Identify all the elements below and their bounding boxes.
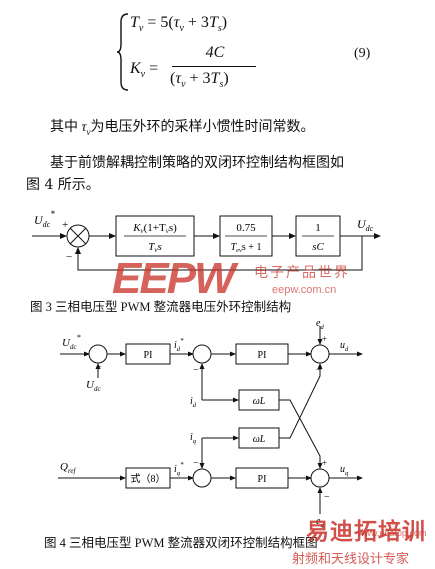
- fig4-sum-5: [310, 468, 330, 488]
- fig3-plus-sign: +: [62, 219, 68, 231]
- fig4-sum-3-minus: −: [316, 365, 322, 376]
- fig4-sum-3: [310, 344, 330, 364]
- fig4-sum-5-plus: +: [322, 458, 327, 468]
- fig4-udc-ref-label: Udc*: [62, 333, 81, 351]
- equation-line-2-lhs: Kv =: [130, 60, 159, 81]
- figure-4-caption: 图 4 三相电压型 PWM 整流器双闭环控制结构框图: [44, 536, 318, 550]
- fig4-uq-label: uq: [340, 464, 349, 477]
- fig3-block-inertia-numerator: 0.75: [236, 222, 256, 234]
- paragraph-fig4-intro: 基于前馈解耦控制策略的双闭环控制结构框图如 图 4 所示。: [26, 155, 344, 193]
- equation-number: (9): [354, 46, 371, 61]
- fig3-feedback-path: [75, 236, 363, 271]
- fig3-block-capacitor-numerator: 1: [315, 222, 321, 234]
- fig4-ed-label: ed: [316, 318, 324, 331]
- fig3-block-inertia-denominator: Tevs + 1: [231, 242, 262, 254]
- fig4-sum-5-minus: −: [324, 492, 330, 503]
- equation-9: Tv = 5(τv + 3Ts) Kv = 4C (τv + 3Ts) (9): [0, 0, 435, 100]
- fig4-qref-label: Qref: [60, 461, 77, 475]
- fig4-cross-upper: [279, 399, 323, 469]
- watermark-eepw-url: eepw.com.cn: [272, 284, 337, 296]
- fig4-pi-current-d-label: PI: [258, 350, 267, 361]
- fig3-input-label: Udc*: [34, 209, 55, 229]
- watermark-eepw: EEPW 电子产品世界 eepw.com.cn: [84, 254, 384, 314]
- fig4-pi-voltage-label: PI: [144, 350, 153, 361]
- fig4-omega-l-upper-label: ωL: [253, 396, 266, 407]
- equation-brace: [116, 13, 129, 91]
- fig3-block-capacitor-denominator: sC: [312, 241, 324, 253]
- figure-3-caption: 图 3 三相电压型 PWM 整流器电压外环控制结构: [30, 300, 292, 314]
- fig4-cross-lower: [279, 363, 323, 439]
- fig4-id-label: id: [190, 396, 197, 409]
- fig4-sum-3-plus: +: [322, 334, 327, 344]
- fig4-omega-l-lower-label: ωL: [253, 434, 266, 445]
- fig4-formula-block-label: 式（8）: [131, 472, 166, 485]
- fig4-iq-label: iq: [190, 432, 197, 445]
- fig3-output-label: Udc: [357, 217, 374, 233]
- figure-3-diagram: Udc* + Kv(1+Tvs) Tvs 0.75 Tevs + 1 1 sC …: [32, 209, 381, 271]
- fig4-sum-4: [192, 468, 212, 488]
- fig3-minus-sign: −: [66, 251, 72, 263]
- fig4-udc-fb-label: Udc: [86, 379, 101, 393]
- fig3-summing-junction: [66, 224, 90, 248]
- fig4-ud-label: ud: [340, 340, 349, 353]
- fig3-block-pi-numerator: Kv(1+Tvs): [132, 222, 177, 235]
- watermark-rf-cn: 易迪拓培训: [306, 519, 426, 545]
- paragraph-tau-definition: 其中 τv为电压外环的采样小惯性时间常数。: [50, 119, 315, 137]
- equation-fraction-denominator: (τv + 3Ts): [170, 70, 229, 91]
- fig4-sum-1: [88, 344, 108, 364]
- fig4-eq-label: eq: [316, 516, 324, 528]
- fig4-pi-current-q-label: PI: [258, 474, 267, 485]
- fig4-sum-2-minus: −: [193, 365, 199, 376]
- watermark-eepw-cn: 电子产品世界: [254, 265, 350, 281]
- equation-fraction-numerator: 4C: [205, 44, 225, 61]
- watermark-rf-sub: 射频和天线设计专家: [292, 552, 410, 567]
- figure-4-diagram: Udc* − Udc PI id* − PI + ed − ud id ωL i…: [58, 318, 363, 528]
- fig4-sum-4-minus: −: [193, 458, 199, 469]
- equation-fraction-bar: [172, 66, 256, 67]
- equation-line-1: Tv = 5(τv + 3Ts): [130, 14, 228, 35]
- fig4-sum-1-minus: −: [96, 362, 102, 373]
- fig4-sum-2: [192, 344, 212, 364]
- fig4-iq-ref-label: iq*: [174, 461, 184, 477]
- watermark-rf-url: www.edatop.com: [358, 528, 427, 538]
- watermark-eepw-logo: EEPW: [112, 254, 236, 303]
- watermark-rf: 易迪拓培训 www.edatop.com 射频和天线设计专家: [286, 512, 435, 569]
- fig4-id-ref-label: id*: [174, 337, 184, 353]
- fig3-block-pi-denominator: Tvs: [148, 241, 162, 254]
